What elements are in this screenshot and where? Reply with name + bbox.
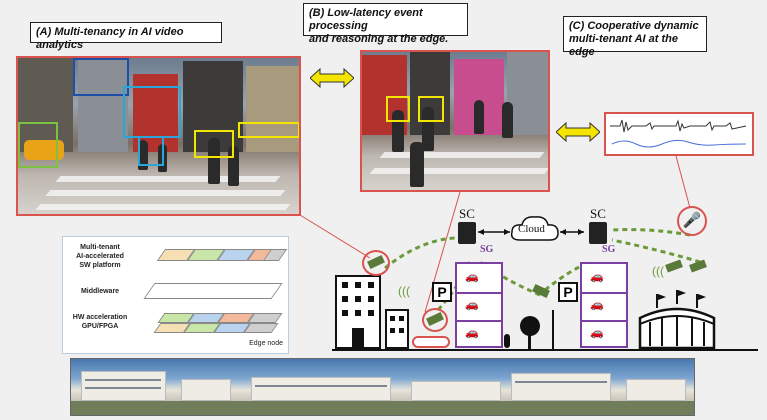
street-lamp-icon [552, 310, 554, 350]
layer-label-hardware: HW acceleration GPU/FPGA [72, 314, 128, 330]
pedestrian [138, 140, 148, 170]
pedestrian [502, 102, 513, 138]
charging-tower-right: 🚗 🚗 🚗 [580, 262, 628, 348]
cloud-label: Cloud [518, 223, 545, 235]
pedestrian-icon [504, 334, 510, 348]
charging-tower-left: 🚗 🚗 🚗 [455, 262, 503, 348]
wireless-signal-icon: ((( [652, 264, 664, 278]
detection-box-yellow [418, 96, 444, 122]
taxi [24, 140, 64, 160]
pedestrian [422, 107, 434, 151]
edge-node-label: Edge node [249, 340, 283, 347]
sc-label-left: SC [459, 206, 475, 221]
caption-c-line2: multi-tenant AI at the edge [569, 33, 678, 58]
caption-a-text: (A) Multi-tenancy in AI video analytics [36, 26, 184, 51]
campus-building [411, 381, 501, 401]
house-building-icon [385, 309, 409, 349]
office-building-icon [335, 275, 381, 349]
double-arrow-icon [556, 122, 600, 142]
campus-building [626, 379, 686, 401]
server-icon [458, 222, 476, 244]
campus-building [81, 371, 166, 401]
ev-car-icon: 🚗 [465, 299, 479, 311]
campus-panorama-photo [70, 358, 695, 416]
car-icon [412, 336, 450, 348]
audio-waveform-panel [604, 112, 754, 156]
tree-icon [520, 316, 540, 336]
detection-box-yellow [194, 130, 234, 158]
ev-car-icon: 🚗 [590, 299, 604, 311]
layer-label-platform: Multi-tenant AI-accelerated SW platform [76, 244, 124, 269]
detection-box-green [18, 122, 58, 168]
caption-b-line2: and reasoning at the edge. [309, 33, 449, 45]
edge-node-panel: Multi-tenant AI-accelerated SW platform … [62, 236, 289, 354]
ev-car-icon: 🚗 [590, 271, 604, 283]
detection-box-cyan [138, 136, 164, 166]
parking-sign-left: P [432, 282, 452, 302]
ev-car-icon: 🚗 [465, 327, 479, 339]
detection-box-yellow [238, 122, 299, 138]
cloud-icon [510, 216, 559, 241]
sc-label-right: SC [590, 206, 606, 221]
caption-c-line1: (C) Cooperative dynamic [569, 20, 699, 32]
camera-icon [422, 308, 448, 332]
campus-building [181, 379, 231, 401]
parking-lot [71, 401, 694, 415]
caption-a: (A) Multi-tenancy in AI video analytics [30, 22, 222, 51]
photo-b-event-processing [360, 50, 550, 192]
campus-building [251, 377, 391, 401]
caption-b-line1: (B) Low-latency event processing [309, 7, 423, 32]
server-icon [589, 222, 607, 244]
pedestrian [228, 146, 239, 186]
caption-c: (C) Cooperative dynamic multi-tenant AI … [563, 16, 707, 58]
building [78, 58, 128, 152]
waveform [610, 119, 747, 148]
ev-car-icon: 🚗 [590, 327, 604, 339]
pedestrian [208, 138, 220, 184]
camera-icon [362, 250, 390, 276]
photo-a-street-scene [16, 56, 301, 216]
tree-trunk [528, 334, 531, 350]
building [507, 52, 548, 135]
parking-sign-right: P [558, 282, 578, 302]
double-arrow-icon [310, 68, 354, 88]
sg-label-left: SG [480, 244, 494, 255]
ev-car-icon: 🚗 [465, 271, 479, 283]
caption-b: (B) Low-latency event processing and rea… [303, 3, 468, 45]
detection-box-yellow [386, 96, 410, 122]
layer-label-middleware: Middleware [80, 288, 120, 295]
microphone-icon: 🎤 [677, 206, 707, 236]
pedestrian [410, 142, 424, 187]
sg-label-right: SG [602, 244, 616, 255]
wireless-signal-icon: ((( [398, 284, 410, 298]
stadium-icon [638, 290, 716, 350]
detection-box-blue [73, 58, 129, 96]
campus-building [511, 373, 611, 401]
pedestrian [474, 100, 484, 134]
building [18, 58, 73, 152]
